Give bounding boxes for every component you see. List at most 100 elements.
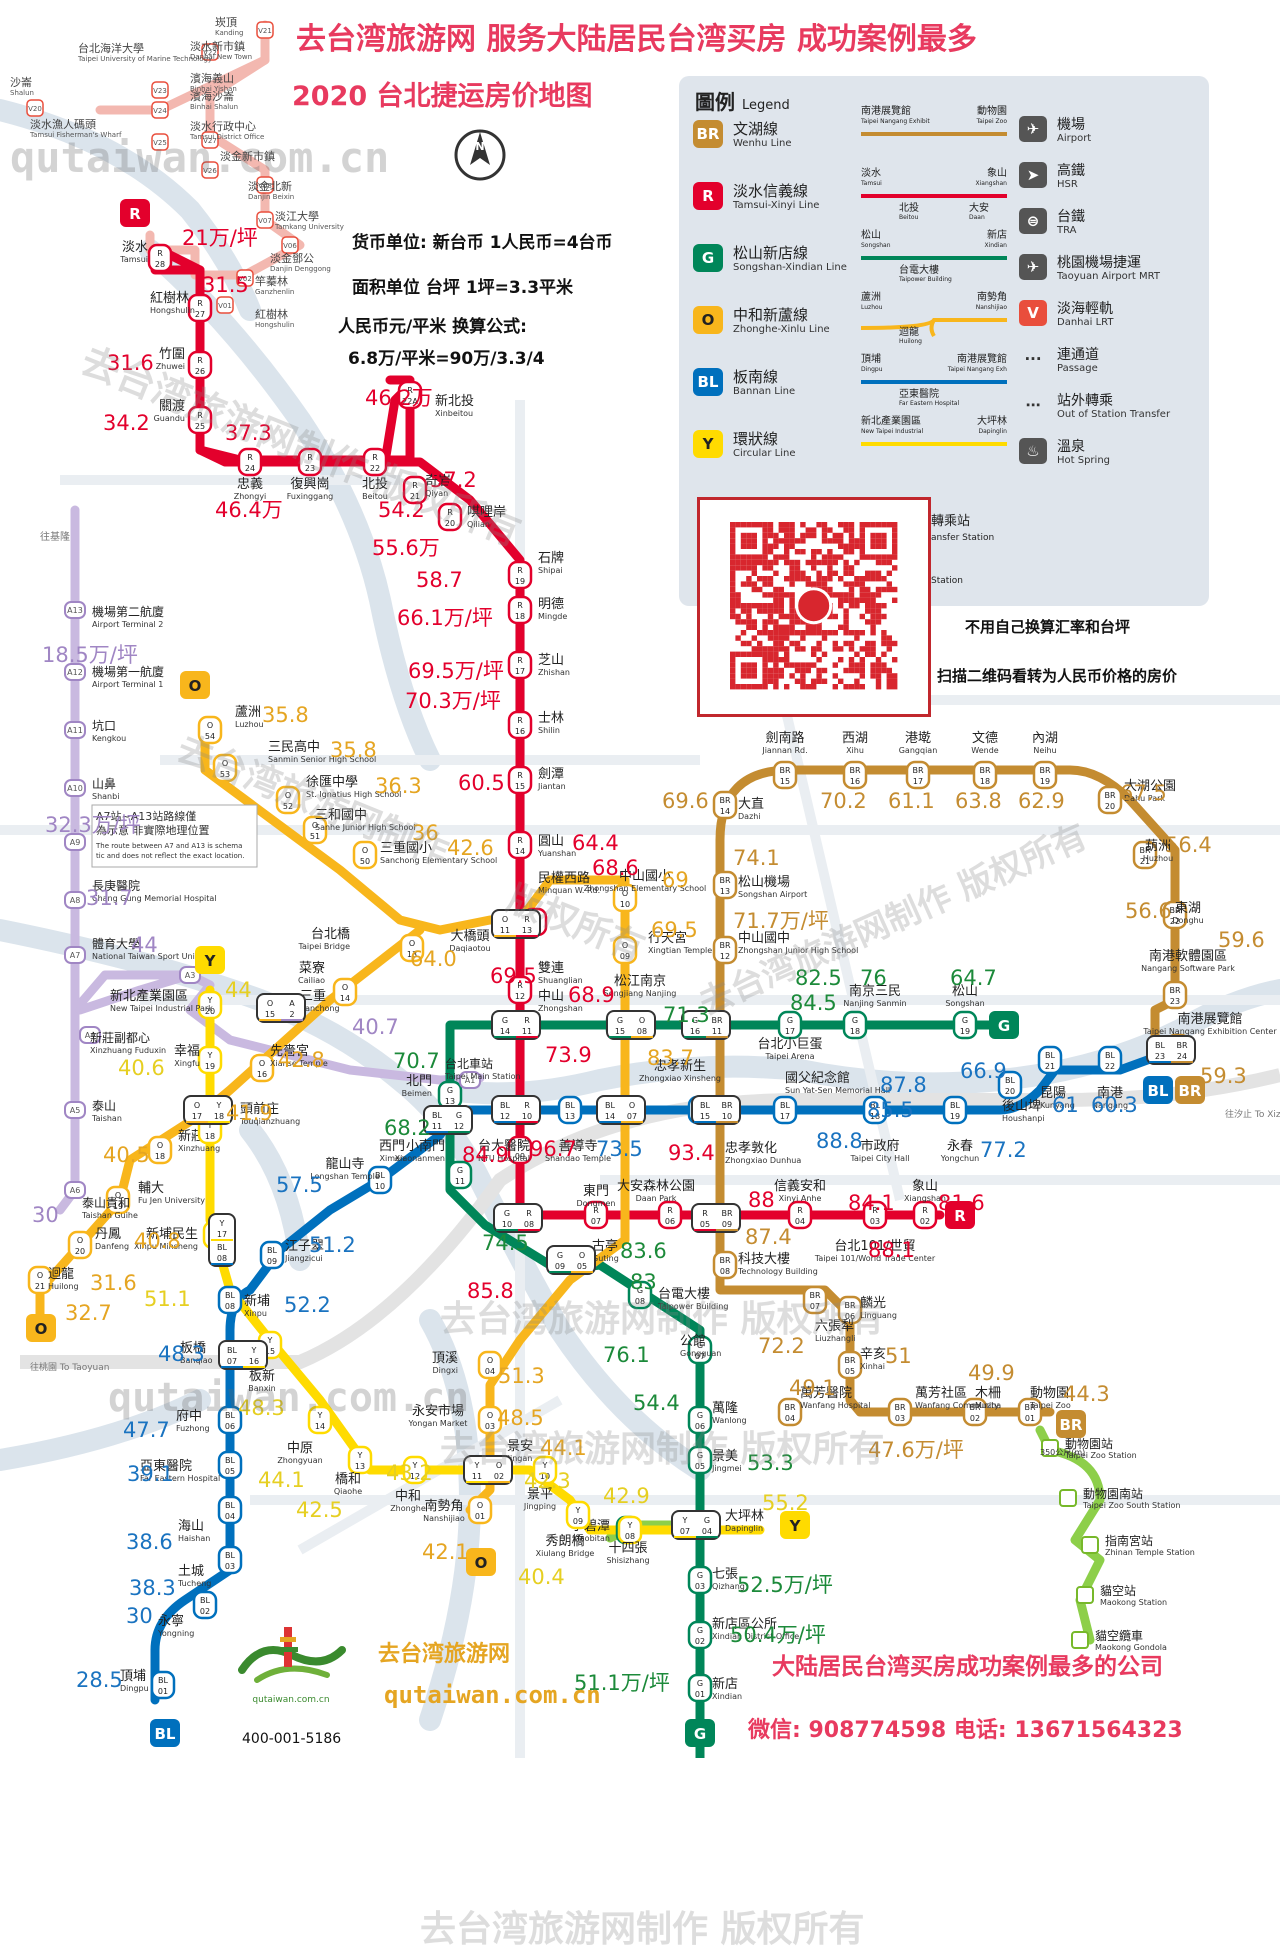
station-V23: V23	[151, 81, 169, 99]
station-V21: V21	[256, 21, 274, 39]
station-code: V25	[153, 139, 167, 147]
station-code-box	[507, 560, 533, 590]
station-code-number: 19	[113, 1202, 123, 1211]
station-code-number: 51	[310, 832, 320, 841]
station-code-box	[151, 101, 169, 119]
qr-module	[730, 522, 736, 528]
price-label: 32.7	[65, 1301, 112, 1325]
station-code-line: Y	[627, 1521, 633, 1530]
station-name: 中和	[395, 1489, 421, 1504]
station-G18: G18	[842, 1010, 868, 1040]
station-code-number: 12	[410, 1472, 420, 1481]
transfer-color-bar	[494, 1121, 516, 1123]
station-code-number: 28	[155, 260, 165, 269]
station-code-line: BL	[225, 1501, 235, 1510]
legend-sample-label: 動物園	[977, 104, 1007, 117]
station-code-line: O	[285, 791, 291, 800]
station-code: V21	[258, 27, 272, 35]
qr-module	[735, 613, 741, 620]
station-name: 台大醫院	[478, 1139, 530, 1154]
station-code-line: R	[412, 481, 418, 490]
station-code-line: BL	[227, 1346, 237, 1355]
station-name: 景安	[507, 1439, 533, 1454]
price-label: 73.5	[596, 1137, 643, 1161]
qr-module	[843, 527, 849, 533]
gondola-stop	[1041, 1439, 1059, 1457]
station-code-number: 18	[205, 1132, 215, 1141]
station-name-en: Wanlong	[712, 1416, 747, 1425]
station-name-en: Xinpu	[244, 1309, 267, 1318]
station-code-line: O	[222, 759, 228, 768]
station-name: 新北投	[435, 393, 474, 409]
qr-module	[800, 678, 806, 684]
station-code-line: BR	[844, 1356, 855, 1365]
station-code-line: Y	[219, 1219, 225, 1228]
qr-code[interactable]	[697, 497, 931, 717]
station-code-number: 22	[1170, 917, 1180, 926]
qr-module	[865, 597, 871, 603]
station-name-en: Tucheng	[177, 1579, 211, 1588]
legend-sample-label: Xindian	[984, 242, 1007, 249]
station-code-box	[612, 883, 638, 913]
station-code-box	[617, 1515, 643, 1545]
qr-module	[800, 522, 806, 528]
lrt-icon: V	[1019, 300, 1047, 326]
qr-module	[859, 613, 865, 620]
station-name: 中山國小	[619, 869, 671, 884]
qr-module	[870, 662, 876, 668]
price-label: 83.6	[620, 1239, 667, 1263]
station-name-en: Xindian	[712, 1692, 742, 1701]
station-name: 迴龍	[48, 1266, 74, 1282]
station-code-number: 16	[257, 1070, 267, 1079]
station-name: 石牌	[538, 550, 564, 566]
station-name-en: Sanchong Elementary School	[380, 856, 497, 865]
qr-module	[827, 586, 833, 593]
price-label: 63.8	[955, 789, 1002, 813]
station-code-line: O	[409, 939, 415, 948]
qr-module	[784, 559, 790, 566]
station-code-number: 19	[960, 1027, 970, 1036]
station-code: V07	[258, 217, 272, 225]
station-name: 新莊	[178, 1128, 204, 1144]
station-Y14: Y14	[307, 1405, 333, 1435]
qr-module	[751, 532, 757, 539]
qr-module	[767, 646, 774, 652]
qr-module	[892, 597, 898, 603]
qr-module	[870, 538, 876, 544]
qr-module	[773, 630, 779, 636]
legend-line-badge: R	[693, 182, 723, 210]
price-label: 82.5	[795, 966, 842, 990]
qr-module	[778, 640, 784, 647]
qr-module	[865, 608, 871, 614]
station-name-en: Sanmin Senior High School	[268, 755, 376, 764]
legend-line-badge: G	[693, 244, 723, 272]
qr-module	[865, 646, 871, 652]
transfer-box	[606, 1010, 656, 1040]
qr-module	[859, 522, 865, 528]
station-code-box	[187, 293, 213, 323]
transfer-color-bar	[694, 1229, 716, 1231]
qr-module	[773, 532, 779, 539]
station-name: 秀朗橋	[545, 1534, 584, 1549]
station-code: A10	[67, 784, 83, 793]
lrt-station-name: 濱海沙崙	[190, 89, 234, 103]
price-label: 48.3	[238, 1396, 285, 1420]
qr-module	[832, 630, 838, 636]
station-name: 後山埤	[1002, 1098, 1041, 1114]
qr-module	[762, 543, 768, 549]
lrt-station-name: 濱海義山	[190, 71, 234, 85]
station-code-box	[905, 760, 931, 790]
station-code-box	[192, 1590, 218, 1620]
tra-icon: ⊜	[1019, 208, 1047, 234]
station-name: 機場第一航廈	[92, 664, 164, 679]
station-name: 大直	[738, 797, 764, 812]
station-code-line: BR	[1176, 1041, 1187, 1050]
station-A3: A3	[179, 966, 201, 984]
area-note: 面积单位 台坪 1坪=3.3平米	[352, 278, 574, 298]
qr-module	[784, 543, 790, 549]
